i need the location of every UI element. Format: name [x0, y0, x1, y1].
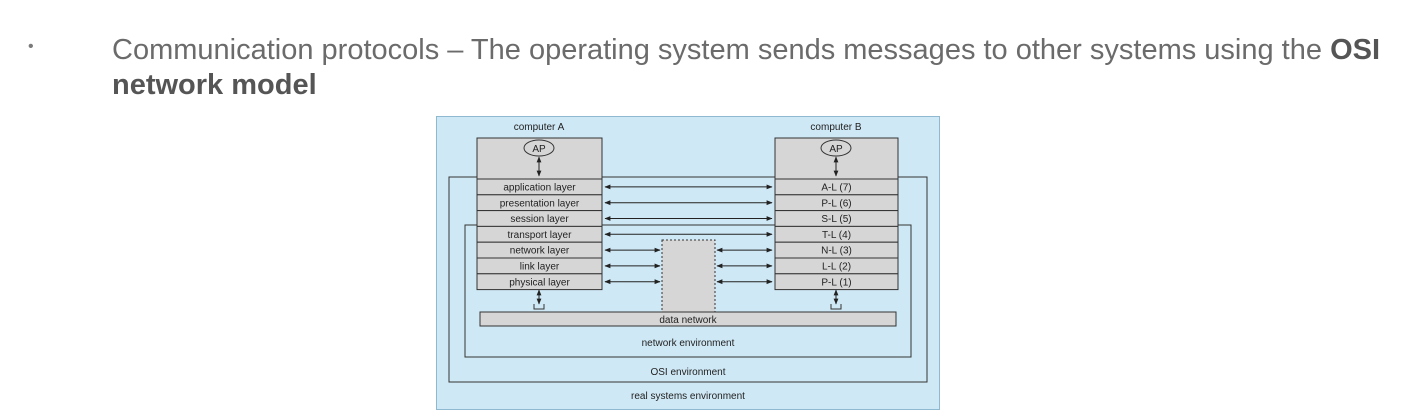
data-network-label: data network	[659, 315, 717, 326]
bullet-text: Communication protocols – The operating …	[112, 33, 1402, 103]
computer-b-layer-label: L-L (2)	[822, 262, 851, 273]
computer-b-network-link	[830, 304, 842, 310]
computer-a-ap-oval	[523, 139, 555, 157]
intermediate-node-box	[661, 239, 716, 315]
computer-a-layer-label: physical layer	[509, 277, 570, 288]
computer-b-layer-label: P-L (1)	[821, 277, 851, 288]
computer-a-title: computer A	[514, 122, 565, 133]
computer-a-layer-stack: application layer presentation layer sessi…	[476, 178, 603, 291]
computer-b-layer-label: S-L (5)	[821, 214, 851, 225]
network-environment-label: network environment	[642, 338, 735, 349]
network-environment-box	[464, 224, 912, 358]
computer-a-layer-label: network layer	[510, 246, 570, 257]
computer-b-layer-label: N-L (3)	[821, 246, 852, 257]
computer-a-ap: AP	[532, 144, 546, 155]
computer-b-layer-stack: A-L (7) P-L (6) S-L (5) T-L (4) N-L (3) L-L (…	[774, 178, 899, 291]
computer-b-ap-oval	[820, 139, 852, 157]
data-network-bar	[479, 311, 897, 327]
osi-environment-box	[448, 176, 928, 383]
computer-b-layer-label: T-L (4)	[822, 230, 851, 241]
computer-b-title: computer B	[810, 122, 861, 133]
peer-arrows	[604, 184, 773, 285]
bullet-text-plain: Communication protocols – The operating …	[112, 34, 1331, 66]
computer-a-layer-label: link layer	[520, 262, 560, 273]
osi-diagram: computer A AP application layer presentat…	[436, 116, 940, 410]
computer-b-layer-label: A-L (7)	[821, 183, 851, 194]
computer-a-layer-label: application layer	[503, 183, 576, 194]
bullet-text-bold: OSI network model	[112, 34, 1381, 101]
computer-a-layer-label: presentation layer	[500, 198, 580, 209]
bullet-marker: •	[28, 38, 34, 55]
real-systems-environment-label: real systems environment	[631, 391, 745, 402]
computer-a-layer-label: session layer	[510, 214, 569, 225]
computer-b-ap: AP	[829, 144, 843, 155]
computer-a-layer-label: transport layer	[508, 230, 573, 241]
computer-b-layer-label: P-L (6)	[821, 198, 851, 209]
osi-environment-label: OSI environment	[650, 367, 725, 378]
computer-a-network-link	[533, 304, 545, 310]
